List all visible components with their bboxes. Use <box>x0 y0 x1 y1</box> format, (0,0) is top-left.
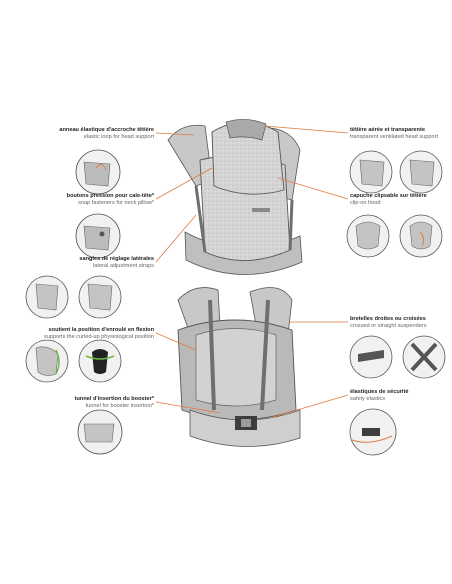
detail-bubble-head-support-2 <box>399 150 443 194</box>
back-carrier-illustration <box>177 287 301 447</box>
callout-snap-fasteners: boutons pression pour cale-tête* snap fa… <box>67 193 154 207</box>
callout-title: capuche clipsable sur têtière <box>350 193 427 199</box>
callout-title: soutient la position d'enroulé en flexio… <box>48 327 154 333</box>
leader-line <box>155 401 221 414</box>
leader-line <box>277 177 349 200</box>
callout-subtitle: safety elastics <box>350 396 386 402</box>
callout-subtitle: clip-on hood <box>350 200 381 206</box>
callout-ventilated-head-support: têtière aérée et transparente transparen… <box>350 127 438 141</box>
callout-subtitle: transparent ventilated head support <box>350 134 439 140</box>
detail-bubble-head-loop <box>75 149 121 195</box>
detail-bubble-lateral-straps-2 <box>78 275 122 319</box>
detail-bubbles-left <box>25 149 123 455</box>
callout-title: anneau élastique d'accroche têtière <box>59 127 154 133</box>
leader-line <box>155 132 195 136</box>
detail-bubbles-right <box>346 150 446 456</box>
detail-bubble-snap-fasteners <box>75 213 121 259</box>
callout-lateral-straps: sangles de réglage latérales lateral adj… <box>79 256 154 270</box>
callout-subtitle: crossed or straight suspenders <box>350 323 427 329</box>
detail-bubble-flexion-1 <box>25 339 69 383</box>
callout-title: sangles de réglage latérales <box>79 256 154 262</box>
detail-bubble-head-support-1 <box>349 150 393 194</box>
callout-title: bretelles droites ou croisées <box>350 316 426 322</box>
callout-title: élastiques de sécurité <box>350 389 409 395</box>
callout-subtitle: snap fasteners for neck pillow* <box>78 200 154 206</box>
detail-bubble-suspenders-2 <box>402 335 446 379</box>
callout-booster-tunnel: tunnel d'insertion du booster* tunnel fo… <box>75 396 154 410</box>
leader-line <box>155 167 213 200</box>
callout-suspenders: bretelles droites ou croisées crossed or… <box>350 316 427 330</box>
callout-subtitle: supports the curled-up physiological pos… <box>43 334 154 340</box>
detail-bubble-safety-elastics <box>349 408 397 456</box>
callout-title: tunnel d'insertion du booster* <box>74 396 154 402</box>
callout-safety-elastics: élastiques de sécurité safety elastics <box>350 389 408 403</box>
detail-bubble-lateral-straps-1 <box>25 275 69 319</box>
detail-bubble-hood-2 <box>399 214 443 258</box>
leader-line <box>155 214 197 263</box>
detail-bubble-flexion-2 <box>78 339 122 383</box>
leader-line <box>155 332 197 351</box>
callout-subtitle: tunnel for booster insertion* <box>85 403 154 409</box>
front-carrier-illustration <box>167 119 303 275</box>
callout-title: boutons pression pour cale-tête* <box>66 193 154 199</box>
callout-title: têtière aérée et transparente <box>350 127 425 133</box>
callout-clip-on-hood: capuche clipsable sur têtière clip-on ho… <box>350 193 427 207</box>
leader-line <box>269 394 349 419</box>
callout-head-support-loop: anneau élastique d'accroche têtière elas… <box>59 127 154 141</box>
callout-subtitle: elastic loop for head support <box>83 134 154 140</box>
detail-bubble-suspenders-1 <box>349 335 393 379</box>
detail-bubble-booster-tunnel <box>77 409 123 455</box>
detail-bubble-hood-1 <box>346 214 390 258</box>
callout-subtitle: lateral adjustment straps <box>93 263 154 269</box>
leader-lines <box>155 125 349 419</box>
leader-line <box>264 125 349 134</box>
callout-physiological-position: soutient la position d'enroulé en flexio… <box>44 327 154 341</box>
